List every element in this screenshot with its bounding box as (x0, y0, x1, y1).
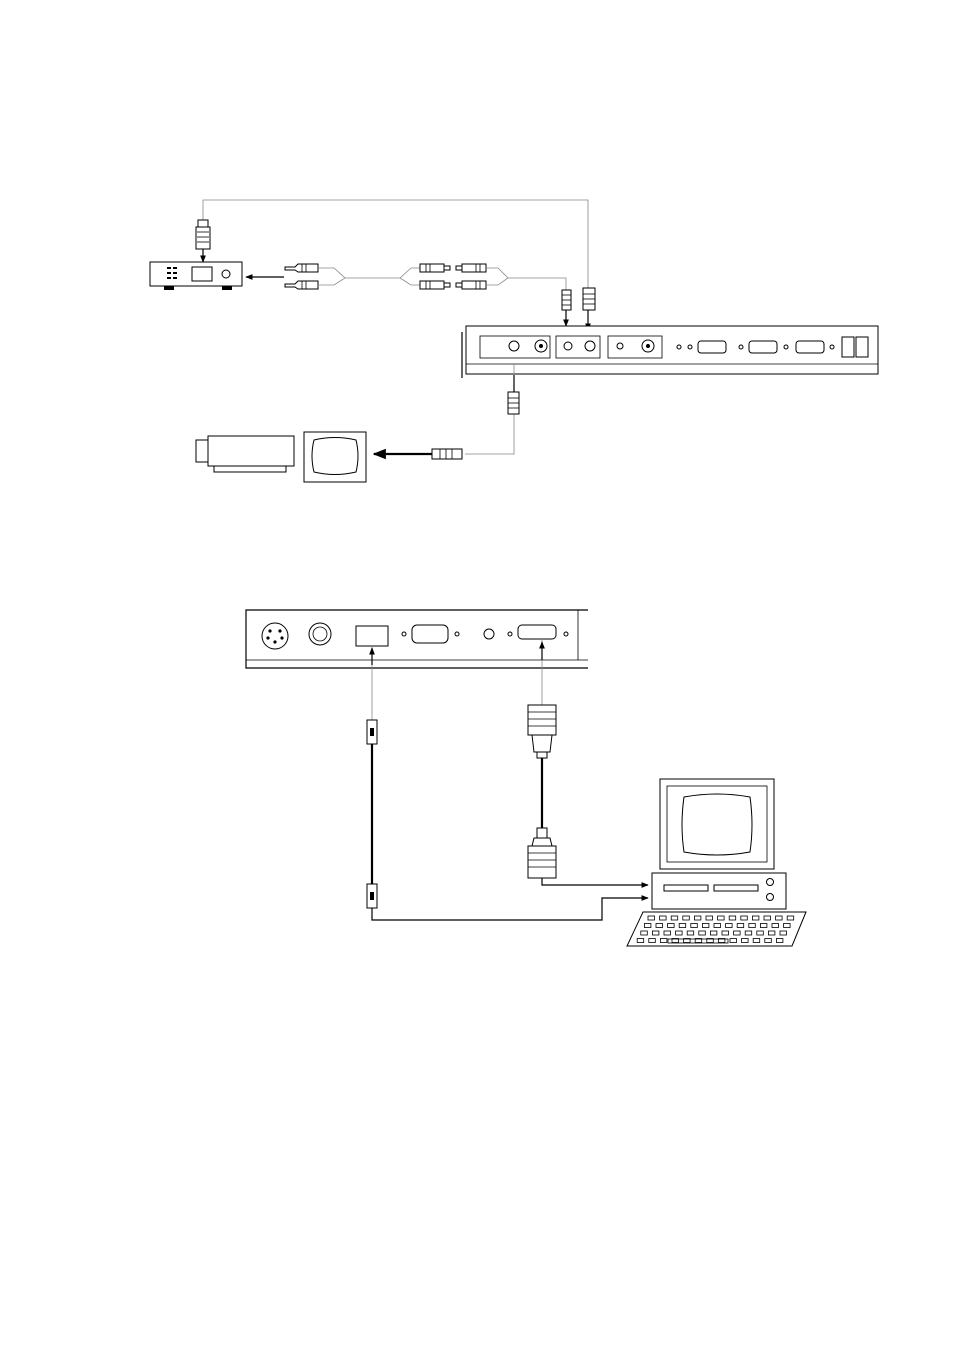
receiver-top-plug (196, 220, 210, 262)
rca-cable-to-panel (486, 268, 566, 290)
serial-cable-to-computer (542, 878, 648, 885)
display-rear-panel (462, 326, 878, 378)
keyboard-icon (627, 912, 806, 946)
pc-connection-diagram (246, 610, 806, 946)
audio-receiver-icon (150, 262, 242, 290)
panel-rear-closeup (246, 610, 588, 668)
av-connection-diagram (150, 200, 878, 482)
usb-plug-upper (367, 720, 377, 744)
monitor-icon (304, 432, 366, 482)
rca-cable-left-y (318, 268, 345, 285)
panel-data-plug (583, 288, 595, 330)
projector-icon (196, 436, 294, 472)
video-out-cable (465, 364, 514, 454)
top-cable (203, 200, 588, 288)
panel-audio-plug (562, 290, 571, 326)
serial-connector-lower (528, 828, 556, 878)
rca-cable-right-y (400, 268, 420, 285)
usb-plug-lower (367, 884, 377, 908)
rca-pair-left (285, 264, 318, 289)
computer-icon (652, 779, 786, 909)
video-out-plug (508, 375, 519, 414)
rca-pair-right (420, 264, 486, 289)
monitor-plug (374, 449, 462, 459)
serial-connector-upper (528, 705, 556, 758)
usb-cable-to-computer (372, 898, 648, 920)
